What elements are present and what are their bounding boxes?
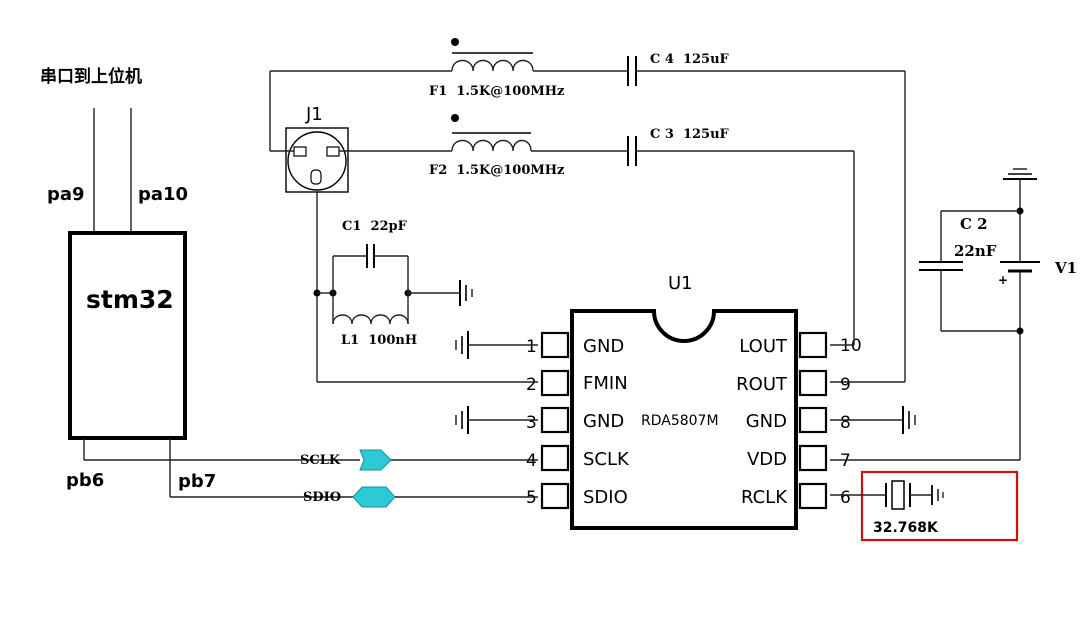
ic-u1: U1 RDA5807M 1 2 3 4 5 GND FMIN GND SCLK …: [526, 273, 862, 530]
ic-pin-3: [540, 406, 570, 434]
pin-label-pa10: pa10: [138, 184, 188, 205]
ic-part-number: RDA5807M: [641, 413, 719, 429]
sdio-connector: [352, 486, 396, 508]
power-section: C 2 22nF + V1: [830, 168, 1077, 461]
c4-label: C 4 125uF: [650, 52, 730, 67]
ic-pin-num-5: 5: [526, 488, 537, 508]
ic-pin-name-7: VDD: [747, 449, 787, 470]
ic-pin-num-10: 10: [840, 336, 862, 356]
l1-label: L1 100nH: [341, 333, 417, 348]
sclk-connector: [359, 449, 392, 471]
ground-icon: [830, 406, 916, 434]
ic-pin-name-4: SCLK: [583, 449, 630, 470]
ferrite-f1-branch: F1 1.5K@100MHz C 4 125uF: [429, 38, 906, 383]
ic-pin-4: [540, 444, 570, 472]
ground-icon: [1003, 168, 1037, 180]
ic-pin-10: [798, 331, 828, 359]
jack-j1: J1: [269, 70, 452, 193]
ic-pin-1: [540, 331, 570, 359]
mcu-block: 串口到上位机 pa9 pa10 stm32 pb6 pb7: [40, 66, 360, 498]
ic-pin-8: [798, 406, 828, 434]
ic-pin-name-9: ROUT: [736, 374, 788, 395]
v1-label: V1: [1054, 259, 1077, 277]
v1-plus-sign: +: [998, 273, 1008, 287]
ic-ref: U1: [668, 273, 693, 294]
ic-pin-num-9: 9: [840, 375, 851, 395]
ic-pin-name-3: GND: [583, 411, 624, 432]
signal-connectors: SCLK SDIO: [300, 449, 538, 508]
mcu-name: stm32: [86, 285, 174, 314]
pin-label-pb7: pb7: [178, 471, 216, 492]
signal-label-sclk: SCLK: [300, 453, 341, 468]
c1-label: C1 22pF: [342, 219, 408, 234]
c3-label: C 3 125uF: [650, 127, 730, 142]
c2-ref-label: C 2: [960, 215, 988, 233]
ic-pin-num-6: 6: [840, 488, 851, 508]
ic-pin-6: [798, 482, 828, 510]
f2-label: F2 1.5K@100MHz: [429, 163, 564, 178]
ic-pin-num-2: 2: [526, 375, 537, 395]
ic-pin-9: [798, 369, 828, 397]
ic-pin-name-5: SDIO: [583, 487, 628, 508]
c2-value-label: 22nF: [954, 242, 997, 260]
uplink-label: 串口到上位机: [40, 66, 142, 87]
antenna-tank: C1 22pF L1 100nH: [313, 178, 538, 383]
ic-pin-num-1: 1: [526, 337, 537, 357]
ic-pin-num-4: 4: [526, 451, 537, 471]
ic-pin-name-6: RCLK: [741, 487, 788, 508]
crystal-label: 32.768K: [873, 520, 939, 536]
signal-label-sdio: SDIO: [303, 490, 341, 505]
ic-pin-num-8: 8: [840, 413, 851, 433]
ic-pin-name-2: FMIN: [583, 373, 628, 394]
ground-icon: [408, 280, 473, 306]
crystal-32k: 32.768K: [830, 470, 1019, 542]
crystal-highlight-box: [860, 470, 1019, 542]
f1-label: F1 1.5K@100MHz: [429, 84, 564, 99]
ic-pin-name-1: GND: [583, 336, 624, 357]
pin-label-pa9: pa9: [47, 184, 85, 205]
ground-symbols: [455, 331, 916, 434]
ic-pin-2: [540, 369, 570, 397]
ic-pin-num-7: 7: [840, 451, 851, 471]
pin-label-pb6: pb6: [66, 470, 104, 491]
ic-pin-num-3: 3: [526, 413, 537, 433]
ground-icon: [455, 331, 538, 359]
ic-pin-5: [540, 482, 570, 510]
mcu-body: [68, 231, 187, 440]
ic-pin-7: [798, 444, 828, 472]
ic-body: [570, 309, 798, 530]
ic-pin-name-8: GND: [746, 411, 787, 432]
ferrite-f2-branch: F2 1.5K@100MHz C 3 125uF: [429, 114, 855, 346]
ground-icon: [931, 485, 944, 505]
j1-label: J1: [305, 104, 323, 125]
ic-pin-name-10: LOUT: [739, 336, 788, 357]
ground-icon: [455, 406, 538, 434]
